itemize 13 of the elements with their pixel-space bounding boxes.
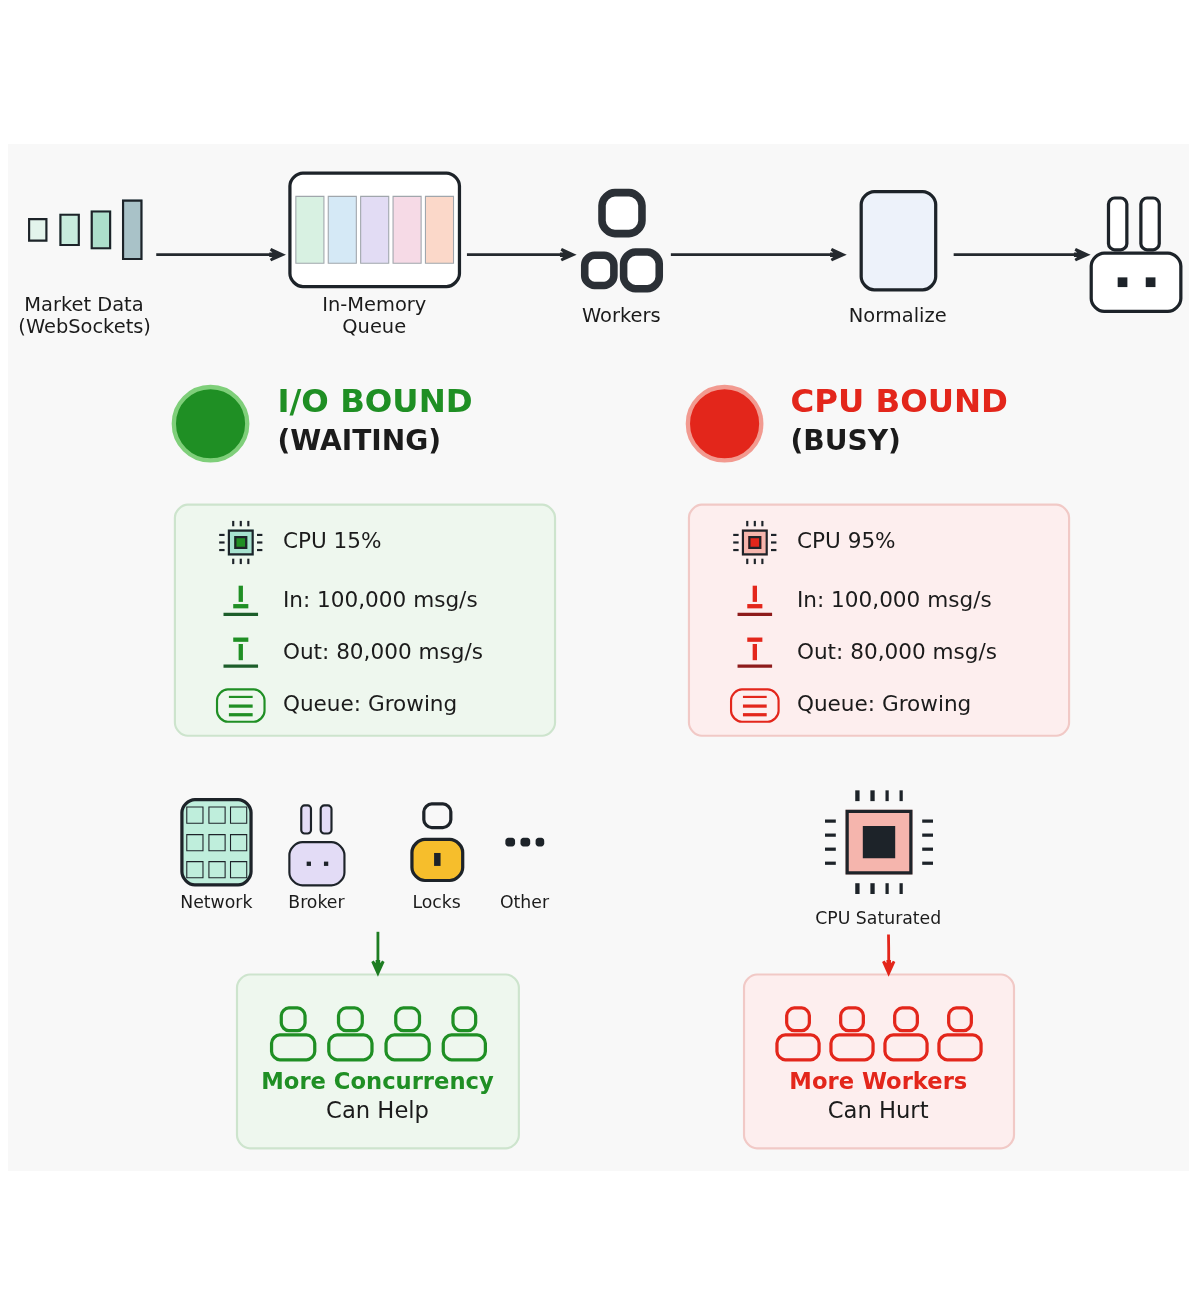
node-label: Market Data (WebSockets) — [18, 292, 151, 338]
label: I/O BOUND — [277, 381, 473, 420]
node-label: In-Memory Queue — [322, 292, 427, 338]
label: (WAITING) — [277, 423, 442, 457]
node-label: Network — [180, 891, 253, 912]
label: CPU BOUND — [790, 381, 1008, 420]
node-label: Locks — [412, 891, 461, 912]
label: (BUSY) — [790, 423, 901, 457]
node-label: Normalize — [848, 303, 947, 327]
node-label: Broker — [288, 891, 345, 912]
node-label: Workers — [582, 303, 661, 327]
node-label: Other — [499, 891, 549, 912]
node-label: CPU Saturated — [815, 907, 942, 928]
